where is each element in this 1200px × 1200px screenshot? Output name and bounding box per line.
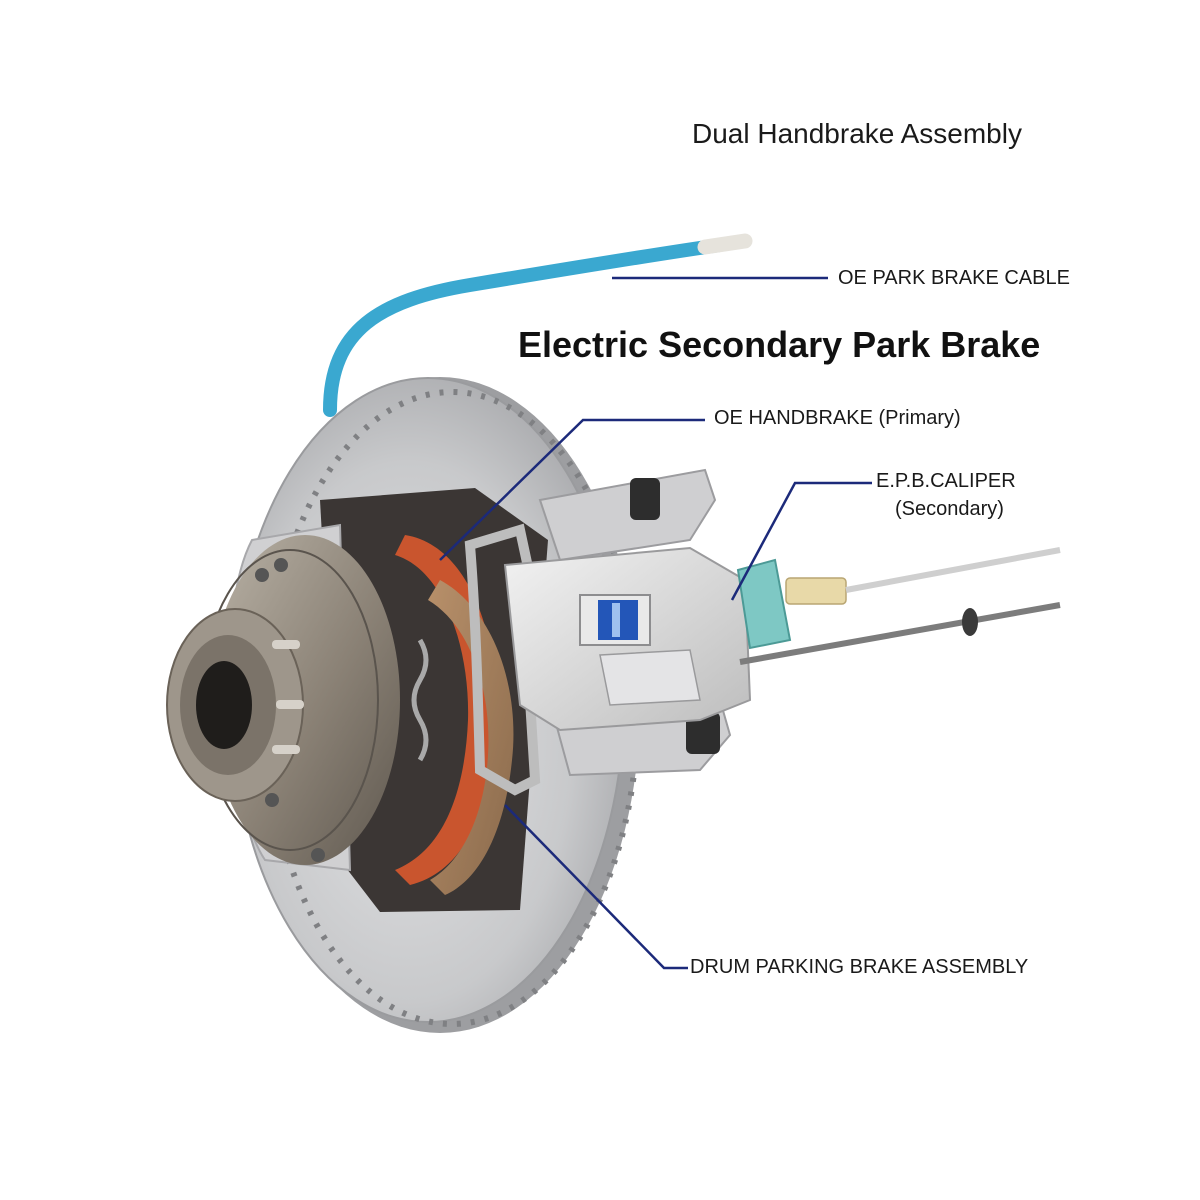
epb-caliper xyxy=(503,546,752,732)
diagram-title: Dual Handbrake Assembly xyxy=(692,118,1022,149)
callout-drum-parking-brake: DRUM PARKING BRAKE ASSEMBLY xyxy=(690,956,1029,978)
epb-wire-lower xyxy=(739,602,1061,665)
leader-epb-caliper xyxy=(730,481,872,601)
leader-drum-assembly xyxy=(504,804,688,970)
epb-wire-upper xyxy=(845,547,1061,593)
epb-connector xyxy=(736,547,1061,665)
callout-oe-handbrake: OE HANDBRAKE (Primary) xyxy=(714,407,961,429)
callout-epb-caliper: E.P.B.CALIPER xyxy=(876,470,1016,492)
leader-oe-handbrake xyxy=(439,418,705,561)
diagram-subtitle: Electric Secondary Park Brake xyxy=(518,324,1041,365)
callout-epb-secondary: (Secondary) xyxy=(895,498,1004,520)
return-spring xyxy=(411,638,429,762)
wheel-hub xyxy=(166,523,400,872)
drum-brake-lining xyxy=(428,580,514,895)
callout-park-brake-cable: OE PARK BRAKE CABLE xyxy=(838,267,1070,289)
park-brake-cable xyxy=(323,233,753,417)
leader-lines xyxy=(439,276,872,970)
